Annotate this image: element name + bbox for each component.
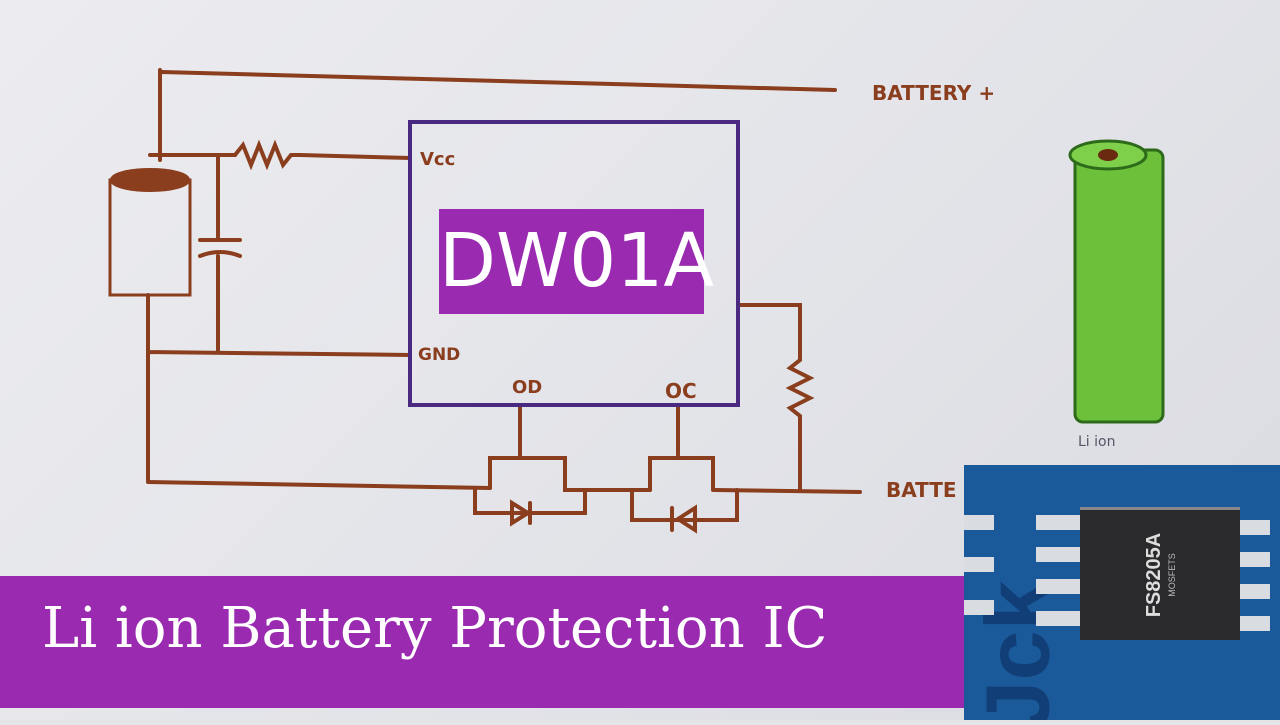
- label-cell: Li ion: [1078, 434, 1115, 450]
- pin: [1036, 515, 1081, 530]
- pin: [1036, 579, 1081, 594]
- fs8205a-chip: FS8205A MOSFETS: [1080, 507, 1240, 640]
- label-battery-minus: BATTE: [886, 478, 957, 502]
- chip-marking: FS8205A MOSFETS: [1135, 515, 1185, 635]
- resistor-vcc: [233, 139, 301, 171]
- label-vcc: Vcc: [420, 149, 455, 170]
- capacitor: [198, 153, 242, 354]
- cell-top: [110, 168, 190, 192]
- banner-title: Li ion Battery Protection IC: [42, 596, 828, 661]
- pad: [964, 557, 994, 572]
- label-gnd: GND: [418, 345, 460, 365]
- mosfet-inset-photo: Jck FS8205A MOSFETS: [964, 465, 1280, 720]
- title-banner: Li ion Battery Protection IC: [0, 576, 964, 708]
- pad: [964, 600, 994, 615]
- li-ion-cell-drawing: [1068, 139, 1165, 424]
- pin: [1240, 520, 1270, 535]
- wire-vcc: [148, 153, 412, 160]
- wire-battery-plus: [158, 68, 837, 162]
- wire-battery-minus: [146, 480, 862, 494]
- pin: [1036, 547, 1081, 562]
- pad: [964, 515, 994, 530]
- protected-cell: [108, 178, 192, 297]
- mosfet-oc: [630, 456, 739, 522]
- label-oc: OC: [665, 379, 697, 403]
- diode-oc: [670, 504, 697, 534]
- label-od: OD: [512, 377, 542, 398]
- ic-outline: [408, 120, 740, 407]
- pin: [1240, 552, 1270, 567]
- pin: [1240, 616, 1270, 631]
- chip-subtitle: MOSFETS: [1167, 553, 1177, 597]
- label-battery-plus: BATTERY +: [872, 81, 995, 105]
- pin: [1240, 584, 1270, 599]
- resistor-sense: [738, 303, 815, 492]
- wire-gnd: [146, 293, 412, 482]
- pin: [1036, 611, 1081, 626]
- chip-name: FS8205A: [1143, 532, 1165, 618]
- chip-title-overlay: DW01A: [439, 209, 714, 314]
- diode-od: [510, 499, 532, 527]
